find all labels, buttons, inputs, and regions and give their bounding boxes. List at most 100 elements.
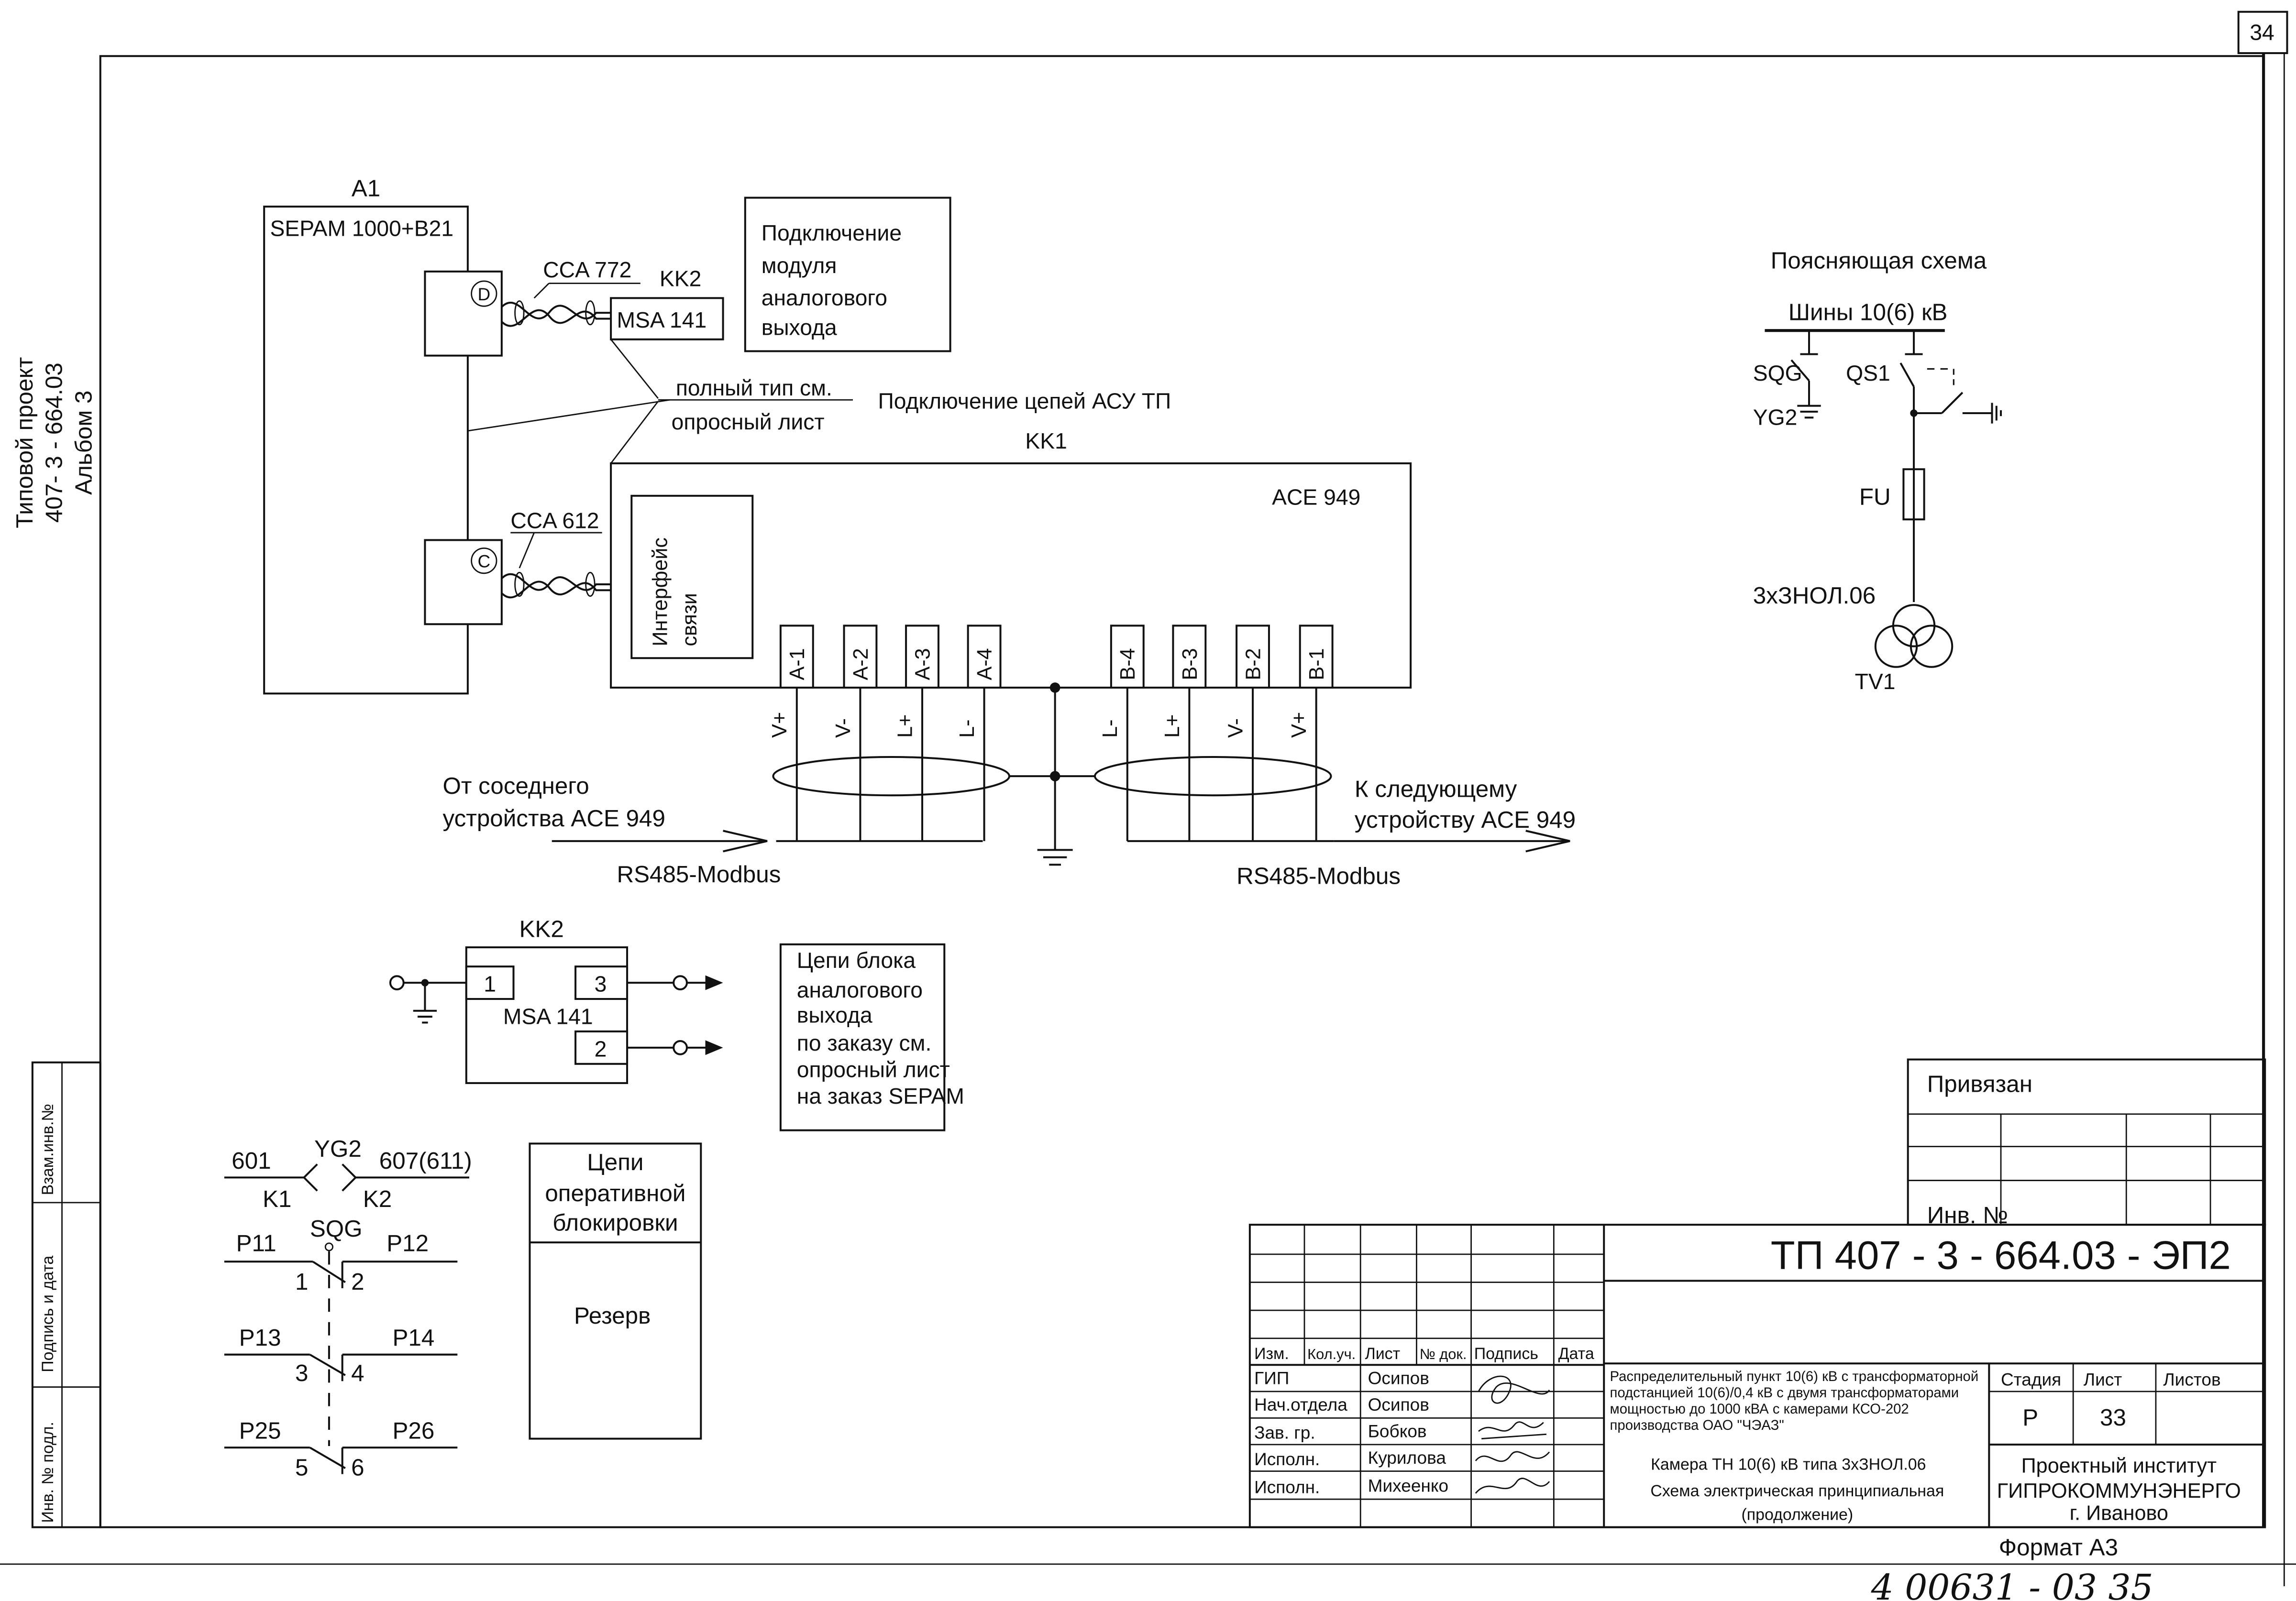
ace-terminal-label: B-4 [1116, 648, 1139, 680]
il-c2: 2 [351, 1269, 364, 1295]
kk2-block-title: MSA 141 [503, 1004, 593, 1029]
side-label-line2: 407- 3 - 664.03 [41, 362, 67, 523]
ace-terminal-b-4 [1110, 625, 1145, 689]
tb-name-4: Михеенко [1368, 1476, 1448, 1496]
ace-terminal-a-3 [905, 625, 939, 689]
stamp-podpis: Подпись и дата [39, 1256, 57, 1372]
chain-line6: на заказ SEPAM [797, 1084, 964, 1108]
bundle-left [772, 756, 1011, 797]
tb-col-kol: Кол.уч. [1307, 1346, 1356, 1362]
chain-line1: Цепи блока [797, 948, 916, 973]
bundle-right [1093, 756, 1332, 797]
ace-signal-label: L- [1099, 719, 1122, 737]
ace-signal-label: V- [832, 718, 855, 738]
kk1-label: KK1 [1025, 428, 1067, 453]
port-d-letter: D [477, 284, 490, 304]
msa141-top-label: MSA 141 [617, 307, 706, 332]
sepam-a1-label: A1 [352, 175, 380, 201]
explain-title: Поясняющая схема [1771, 248, 1987, 274]
ace-terminal-a-2 [843, 625, 878, 689]
ace-signal-label: L+ [894, 714, 916, 738]
analog-note-box: Подключение модуля аналогового выхода [744, 197, 951, 352]
tb-desc-3: мощностью до 1000 кВА с камерами КСО-202 [1610, 1401, 1909, 1417]
tb-name-2: Бобков [1368, 1421, 1427, 1441]
explain-sqg: SQG [1753, 361, 1802, 385]
ace-terminal-label: B-3 [1179, 648, 1202, 680]
il-c5: 5 [295, 1455, 308, 1481]
tb-listov: Листов [2163, 1369, 2220, 1389]
il-c3: 3 [295, 1360, 308, 1386]
il-k1: K1 [263, 1186, 291, 1212]
to-line1: К следующему [1355, 776, 1517, 802]
left-stamp: Взам.инв.№ Подпись и дата Инв. № подл. [31, 1061, 101, 1528]
side-label-line3: Альбом 3 [70, 391, 97, 495]
il-601: 601 [232, 1148, 271, 1174]
analog-note-line1: Подключение [762, 220, 902, 245]
tb-sheet-3: (продолжение) [1741, 1505, 1853, 1524]
ace-terminal-label: A-4 [973, 648, 996, 680]
il-607: 607(611) [379, 1148, 472, 1174]
kk2-top-label: KK2 [660, 266, 701, 291]
tb-role-2: Зав. гр. [1254, 1423, 1315, 1443]
ace-signal-label: L+ [1161, 714, 1184, 738]
ace-terminals: A-1V+A-2V-A-3L+A-4L-B-4L-B-3L+B-2V-B-1V+ [768, 625, 1334, 841]
handwritten-number: 4 00631 - 03 35 [1871, 1567, 2153, 1601]
ace-terminal-label: B-1 [1305, 648, 1328, 680]
tb-desc-4: производства ОАО "ЧЭАЗ" [1610, 1417, 1784, 1433]
il-c1: 1 [295, 1269, 308, 1295]
tb-col-podp: Подпись [1474, 1345, 1538, 1363]
from-line1: От соседнего [442, 773, 589, 799]
ace-terminal-label: A-1 [786, 648, 809, 680]
analog-note-line4: выхода [762, 315, 837, 340]
bus-label-left: RS485-Modbus [617, 861, 781, 888]
stamp-vzam: Взам.инв.№ [39, 1104, 57, 1195]
cable-cca612 [501, 532, 611, 599]
explain-qs1: QS1 [1846, 361, 1890, 385]
tb-desc-1: Распределительный пункт 10(6) кВ с транс… [1610, 1369, 1979, 1384]
explain-bus: Шины 10(6) кВ [1788, 299, 1948, 326]
il-p26: P26 [393, 1418, 435, 1444]
iface-box [630, 494, 754, 659]
tb-name-0: Осипов [1368, 1368, 1429, 1388]
ace-terminal-label: B-2 [1242, 648, 1265, 680]
bus-arrow-left [552, 830, 768, 853]
side-label-line1: Типовой проект [11, 357, 38, 528]
title-block: Привязан Инв. № ТП 407 - 3 - 664.03 - ЭП… [1248, 1058, 2266, 1560]
sheet-number: 34 [2250, 20, 2274, 44]
ace-signal-label: V+ [1288, 712, 1311, 738]
to-line2: устройству ACE 949 [1355, 807, 1576, 833]
tb-stadiya: Стадия [2001, 1369, 2061, 1389]
ace-signal-label: V- [1224, 718, 1247, 738]
tb-role-3: Исполн. [1254, 1449, 1320, 1469]
analog-note-line3: аналогового [762, 285, 887, 310]
ace949-block: Подключение цепей АСУ ТП KK1 ACE 949 Инт… [442, 389, 1576, 889]
chain-line2: аналогового [797, 977, 923, 1002]
chain-line4: по заказу см. [797, 1031, 931, 1055]
bus-label-right: RS485-Modbus [1236, 863, 1401, 889]
chain-line5: опросный лист [797, 1057, 950, 1082]
ace-terminal-label: A-2 [850, 648, 872, 680]
ace-terminal-label: A-3 [911, 648, 934, 680]
tb-org-3: г. Иваново [2070, 1502, 2168, 1524]
msa141-top-box [610, 297, 724, 340]
ace-title: ACE 949 [1272, 484, 1360, 509]
il-p11: P11 [236, 1230, 276, 1257]
explain-yg2: YG2 [1753, 405, 1798, 430]
sepam-note-line1: полный тип см. [676, 375, 832, 400]
sepam-port-c [424, 539, 503, 625]
cable-cca772 [501, 283, 640, 327]
cca772-label: CCA 772 [543, 257, 631, 282]
tb-name-3: Курилова [1368, 1447, 1446, 1468]
bus-arrow-right [1334, 830, 1570, 853]
iface-line2: связи [678, 593, 701, 646]
stamp-inv: Инв. № подл. [39, 1422, 57, 1523]
tb-format: Формат А3 [1999, 1534, 2118, 1560]
tb-privyazan: Привязан [1927, 1071, 2032, 1097]
kk2-t3: 3 [595, 972, 607, 997]
tb-sheet-2: Схема электрическая принципиальная [1650, 1482, 1944, 1500]
kk2-terminal-2 [574, 1030, 629, 1065]
from-line2: устройства ACE 949 [442, 805, 665, 832]
ace-terminal-b-2 [1236, 625, 1270, 689]
sepam-title: SEPAM 1000+B21 [270, 216, 454, 241]
